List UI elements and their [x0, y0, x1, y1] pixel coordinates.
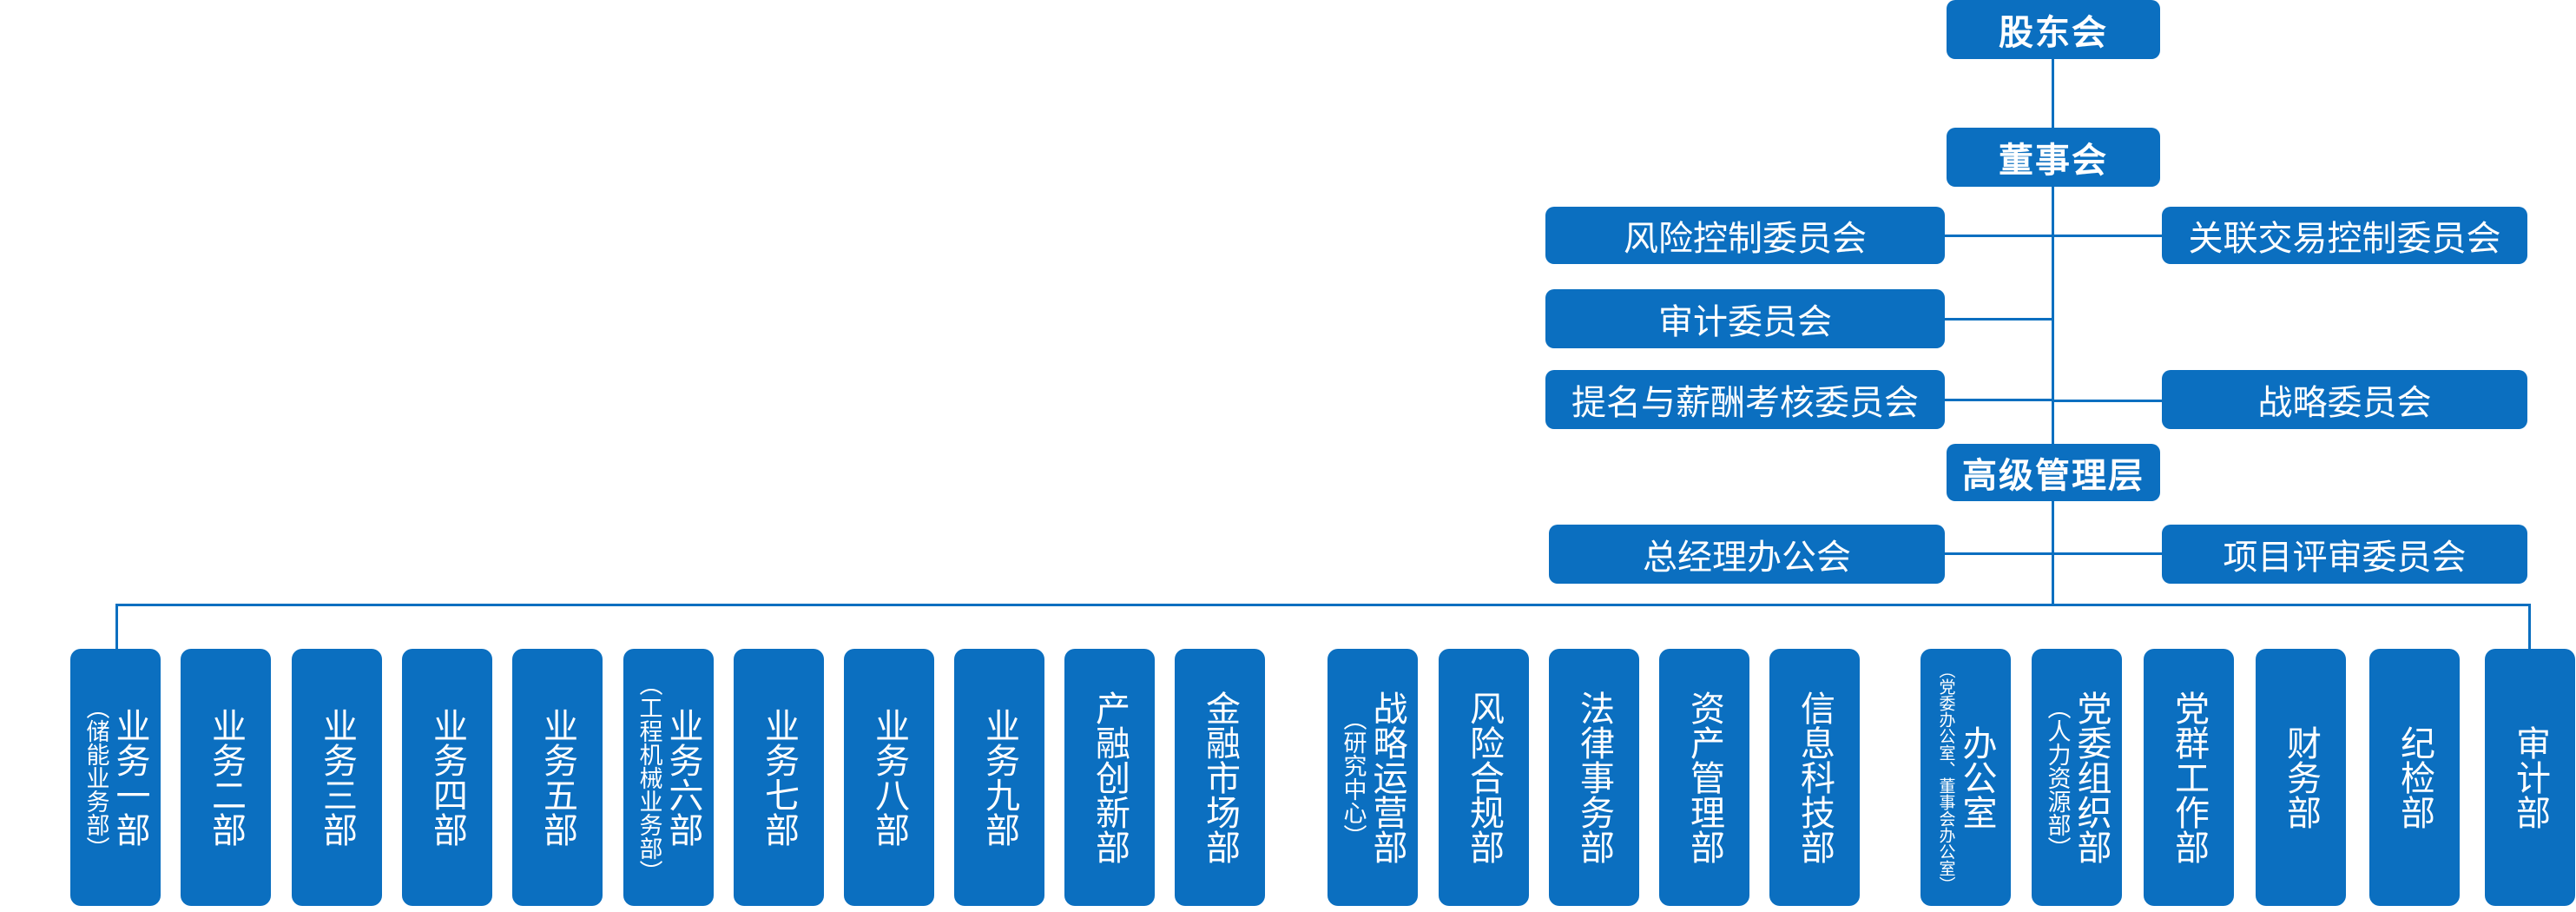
department-name: 业务一部 — [109, 708, 150, 847]
department-subtitle: （人力资源部） — [2043, 695, 2071, 860]
department-box: 党委组织部 （人力资源部） — [2032, 649, 2122, 906]
connector-related-transaction — [2053, 235, 2162, 237]
connector-nomination — [1945, 399, 2053, 401]
department-box: 战略运营部 （研究中心） — [1328, 649, 1418, 906]
audit-committee-box: 审计委员会 — [1545, 289, 1945, 348]
board-label: 董事会 — [1999, 141, 2108, 181]
department-subtitle: （工程机械业务部） — [635, 671, 662, 883]
department-drop-right — [2528, 604, 2531, 649]
department-box: 信息科技部 — [1769, 649, 1860, 906]
connector-strategy — [2053, 400, 2162, 402]
department-name: 金融市场部 — [1200, 691, 1240, 864]
department-box: 风险合规部 — [1439, 649, 1529, 906]
gm-office-meeting-box: 总经理办公会 — [1549, 525, 1945, 584]
risk-control-committee-label: 风险控制委员会 — [1624, 219, 1867, 259]
department-name: 党群工作部 — [2169, 691, 2209, 864]
project-review-committee-label: 项目评审委员会 — [2223, 538, 2467, 578]
department-box: 业务七部 — [734, 649, 824, 906]
connector-project-review — [2053, 552, 2162, 555]
department-name: 业务四部 — [427, 708, 467, 847]
audit-committee-label: 审计委员会 — [1658, 302, 1832, 342]
strategy-committee-label: 战略委员会 — [2257, 383, 2432, 423]
department-subtitle: （研究中心） — [1339, 707, 1367, 848]
senior-management-box: 高级管理层 — [1947, 444, 2160, 501]
department-name: 信息科技部 — [1795, 691, 1835, 864]
department-box: 党群工作部 — [2144, 649, 2234, 906]
connector-gm-office — [1945, 552, 2053, 555]
department-bus-line — [115, 604, 2531, 606]
related-transaction-committee-label: 关联交易控制委员会 — [2188, 219, 2501, 259]
department-box: 金融市场部 — [1175, 649, 1265, 906]
department-name: 业务二部 — [206, 708, 246, 847]
department-name: 产融创新部 — [1090, 691, 1130, 864]
department-name: 业务八部 — [869, 708, 909, 847]
shareholders-label: 股东会 — [1999, 13, 2108, 53]
department-box: 办公室 （党委办公室、董事会办公室） — [1920, 649, 2011, 906]
department-box: 法律事务部 — [1549, 649, 1639, 906]
risk-control-committee-box: 风险控制委员会 — [1545, 207, 1945, 264]
department-subtitle: （党委办公室、董事会办公室） — [1936, 662, 1956, 893]
related-transaction-committee-box: 关联交易控制委员会 — [2162, 207, 2527, 264]
connector-risk-control — [1945, 235, 2053, 237]
department-subtitle: （储能业务部） — [82, 695, 109, 860]
department-name: 审计部 — [2510, 725, 2550, 829]
department-name: 业务七部 — [759, 708, 799, 847]
department-box: 业务五部 — [512, 649, 603, 906]
department-name: 战略运营部 — [1367, 691, 1407, 864]
senior-management-label: 高级管理层 — [1962, 456, 2144, 496]
department-drop-left — [115, 604, 118, 649]
department-name: 资产管理部 — [1684, 691, 1724, 864]
department-name: 法律事务部 — [1574, 691, 1614, 864]
department-name: 风险合规部 — [1464, 691, 1504, 864]
department-name: 业务九部 — [979, 708, 1019, 847]
nomination-compensation-committee-box: 提名与薪酬考核委员会 — [1545, 370, 1945, 429]
shareholders-box: 股东会 — [1947, 0, 2160, 59]
department-box: 审计部 — [2485, 649, 2575, 906]
department-box: 纪检部 — [2369, 649, 2460, 906]
department-name: 业务三部 — [317, 708, 357, 847]
department-box: 业务六部 （工程机械业务部） — [623, 649, 714, 906]
nomination-compensation-committee-label: 提名与薪酬考核委员会 — [1571, 383, 1919, 423]
department-name: 财务部 — [2281, 725, 2321, 829]
department-name: 党委组织部 — [2071, 691, 2112, 864]
department-box: 业务八部 — [844, 649, 934, 906]
department-name: 办公室 — [1956, 725, 1997, 829]
department-box: 业务九部 — [954, 649, 1044, 906]
department-box: 资产管理部 — [1659, 649, 1749, 906]
spine-line-upper — [2052, 59, 2054, 446]
department-box: 产融创新部 — [1064, 649, 1155, 906]
department-name: 业务五部 — [537, 708, 577, 847]
department-box: 财务部 — [2256, 649, 2346, 906]
project-review-committee-box: 项目评审委员会 — [2162, 525, 2527, 584]
department-box: 业务三部 — [292, 649, 382, 906]
department-box: 业务二部 — [181, 649, 271, 906]
department-box: 业务一部 （储能业务部） — [70, 649, 161, 906]
connector-audit — [1945, 318, 2052, 321]
department-name: 纪检部 — [2395, 725, 2434, 829]
gm-office-meeting-label: 总经理办公会 — [1643, 538, 1851, 578]
board-box: 董事会 — [1947, 128, 2160, 187]
department-box: 业务四部 — [402, 649, 492, 906]
department-name: 业务六部 — [662, 708, 703, 847]
strategy-committee-box: 战略委员会 — [2162, 370, 2527, 429]
